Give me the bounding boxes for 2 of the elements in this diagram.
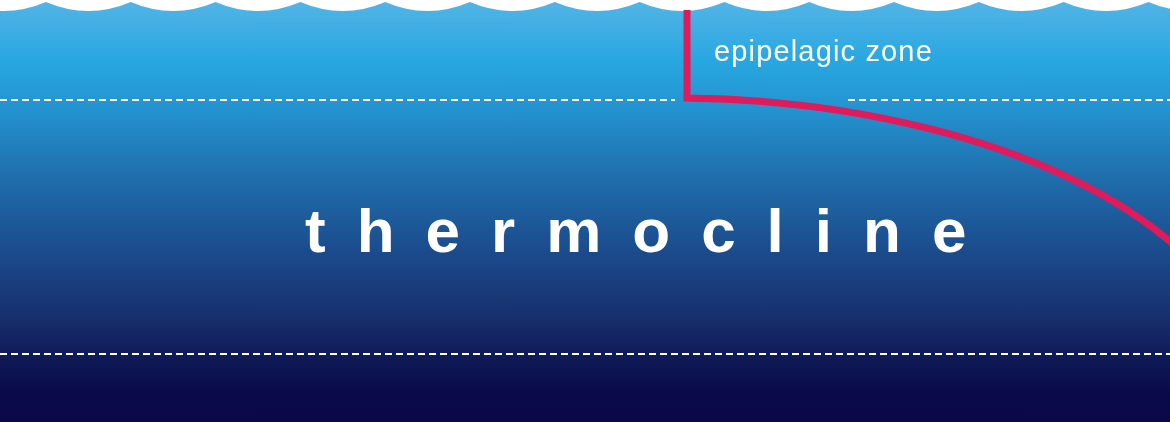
zone-label: thermocline [305, 200, 998, 262]
zone-label: epipelagic zone [714, 37, 933, 66]
